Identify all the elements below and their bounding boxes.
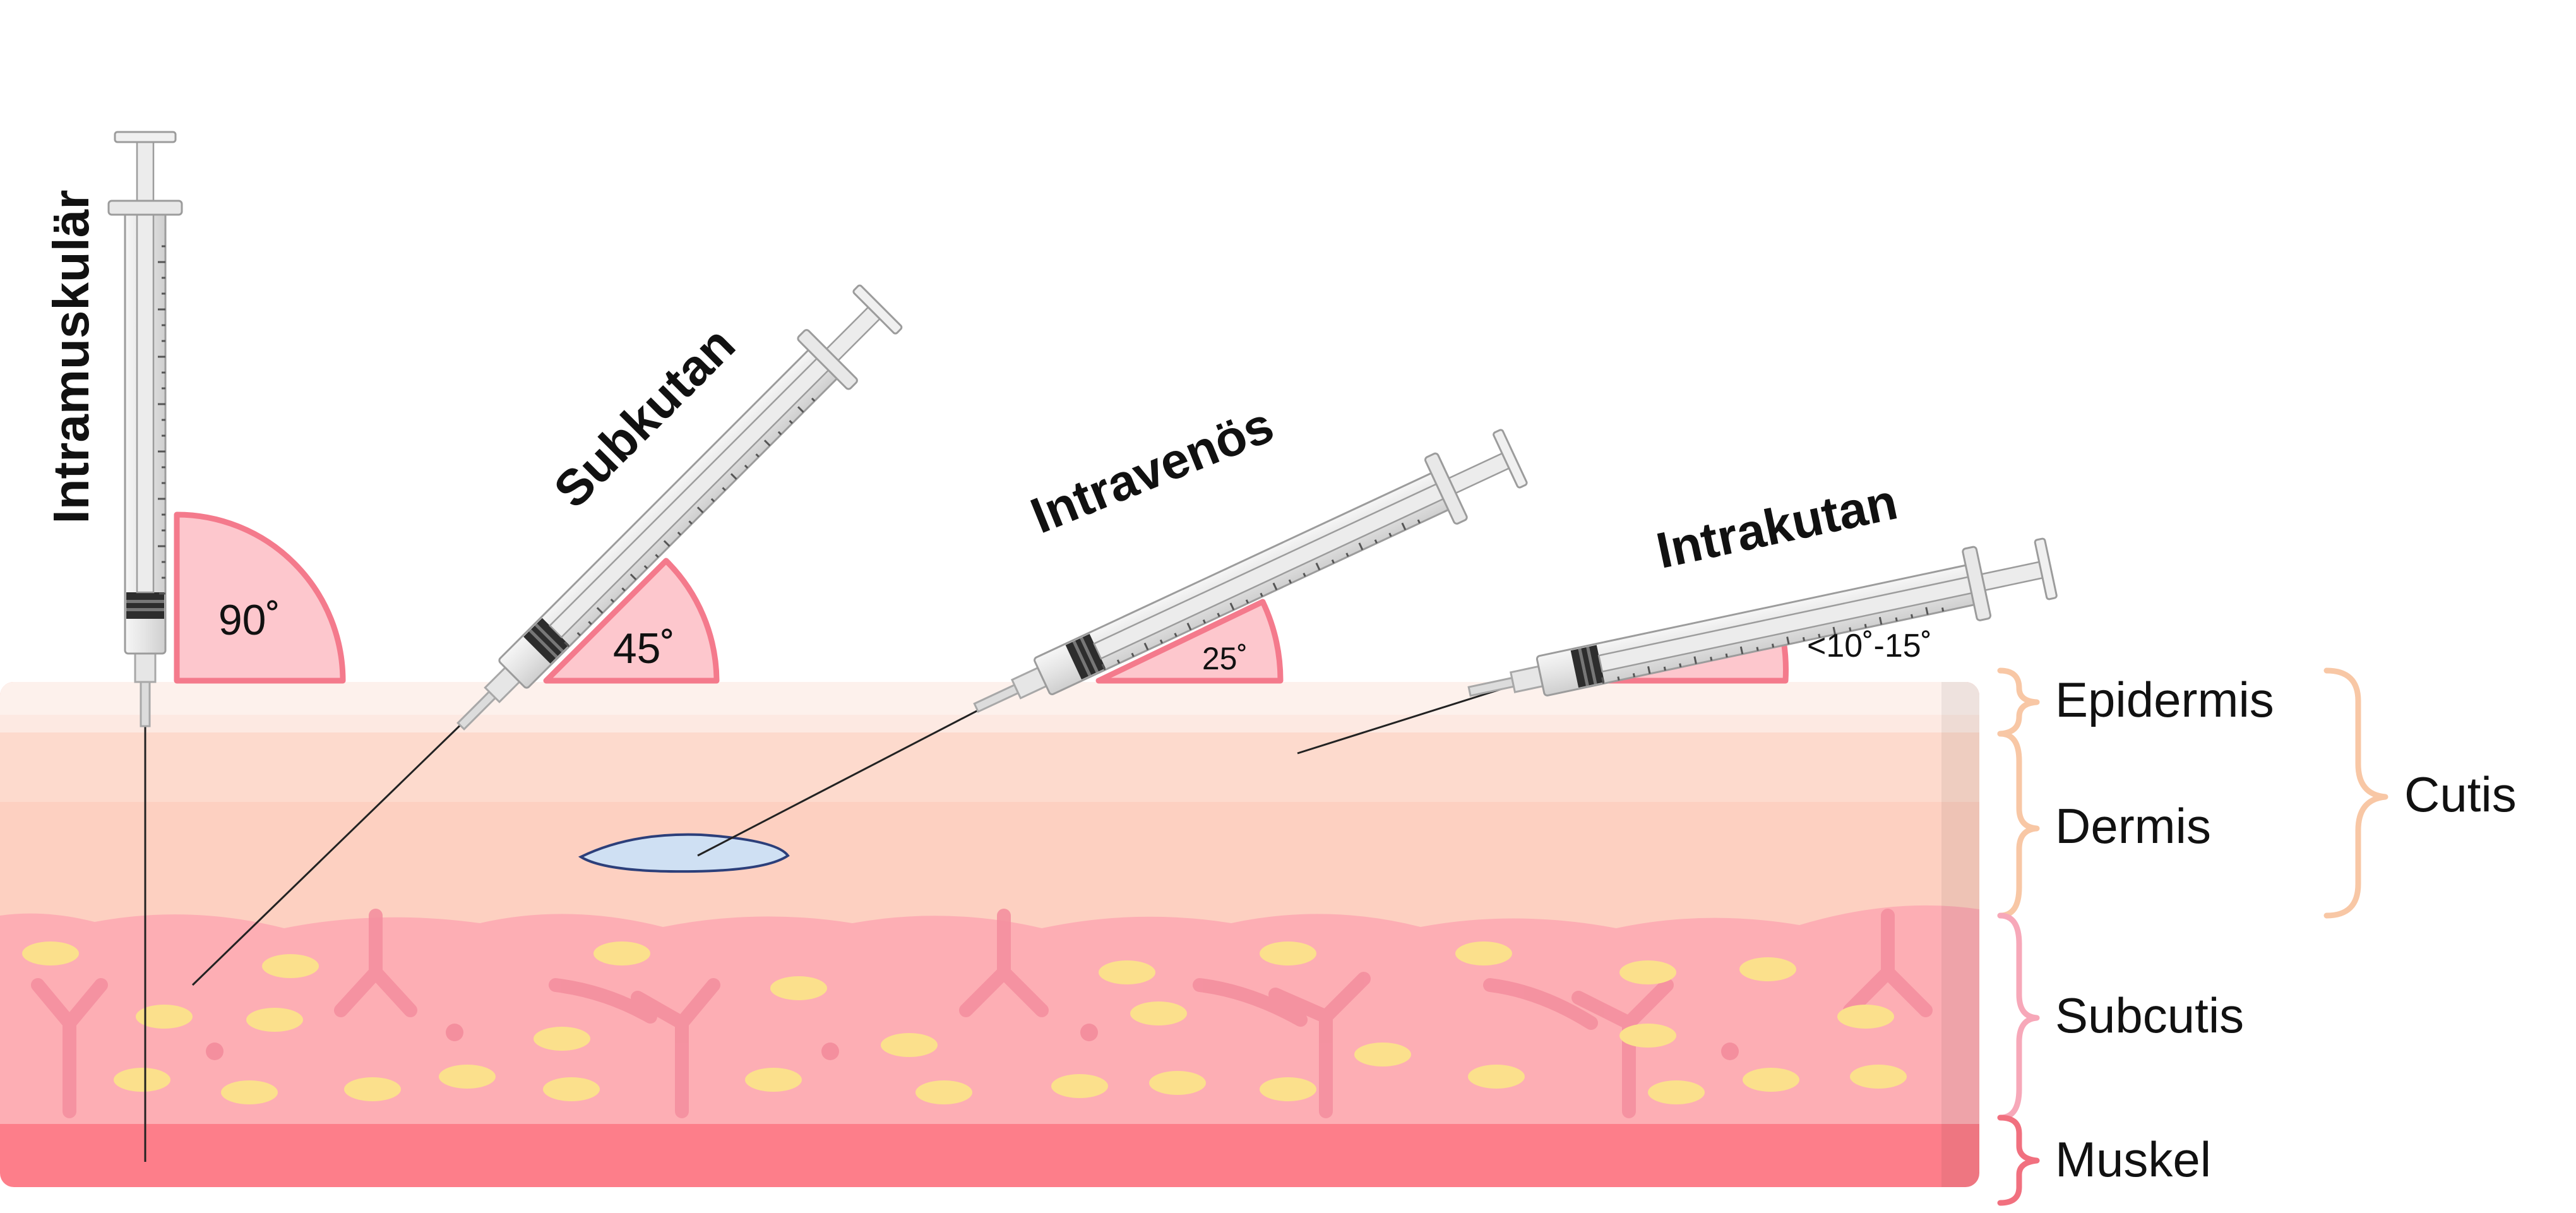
layer-label-subcutis: Subcutis: [2055, 988, 2244, 1043]
angle-wedge-90: [174, 511, 346, 684]
angle-label-45: 45˚: [613, 624, 675, 672]
angle-label-10-15: <10˚-15˚: [1807, 628, 1932, 664]
layer-label-epidermis: Epidermis: [2055, 672, 2274, 727]
skin-right-shade: [1941, 682, 1979, 1187]
layer-label-muskel: Muskel: [2055, 1132, 2211, 1187]
dermis-mid-layer: [0, 732, 1979, 802]
label-intrakutan: Intrakutan: [1652, 473, 1902, 578]
bracket-cutis: [2323, 667, 2388, 919]
bracket-epidermis: [1997, 667, 2040, 737]
angle-wedge-45: [543, 558, 720, 684]
bracket-muskel: [1997, 1114, 2040, 1206]
syringe-intramuscular: [107, 131, 183, 727]
label-intravenos: Intravenös: [1023, 396, 1280, 544]
angle-label-90: 90˚: [218, 596, 280, 644]
label-intramuskular: Intramuskulär: [43, 189, 99, 523]
bracket-dermis: [1997, 731, 2040, 919]
layer-label-dermis: Dermis: [2055, 798, 2211, 854]
layer-brackets: [1997, 667, 2388, 1206]
angle-wedge-25: [1095, 599, 1284, 684]
skin-cross-section: [0, 682, 1979, 1187]
bracket-subcutis: [1997, 912, 2040, 1121]
layer-label-cutis: Cutis: [2404, 767, 2517, 822]
vessels: [31, 909, 1933, 1118]
vein: [578, 833, 790, 873]
angle-label-25: 25˚: [1202, 641, 1248, 676]
vessel-dots: [206, 1024, 1739, 1060]
fat-cells: [22, 941, 1907, 1104]
